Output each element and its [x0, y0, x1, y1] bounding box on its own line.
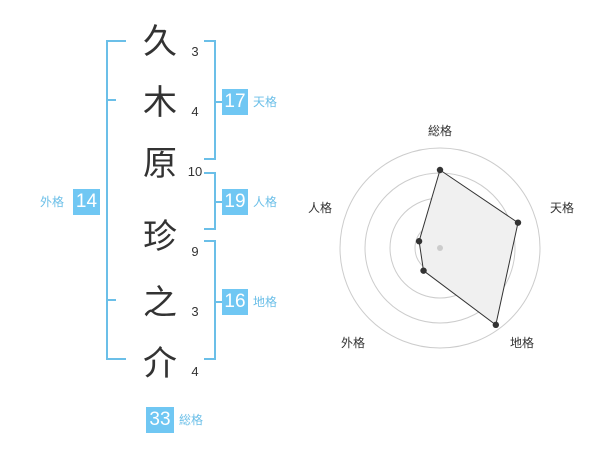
outer-bracket-tick: [106, 99, 116, 101]
jinkaku-bracket-top: [204, 172, 216, 174]
outer-bracket-tick: [106, 299, 116, 301]
radar-point-3: [420, 267, 427, 274]
gaikaku-label: 外格: [40, 195, 65, 209]
radar-axis-label-soukaku: 総格: [428, 124, 453, 138]
surname-char-2: 木: [143, 83, 177, 123]
soukaku-badge: 33: [146, 407, 174, 433]
radar-axis-label-gaikaku: 外格: [341, 336, 366, 350]
given-strokes-2: 3: [191, 304, 199, 319]
tenkaku-label: 天格: [253, 95, 278, 109]
surname-char-1: 久: [143, 22, 177, 62]
radar-value-polygon: [418, 169, 519, 326]
radar-point-1: [514, 219, 522, 226]
surname-strokes-1: 3: [191, 44, 199, 59]
tenkaku-bracket-bottom: [204, 158, 216, 160]
chikaku-bracket-bottom: [204, 358, 216, 360]
gaikaku-badge: 14: [73, 189, 100, 215]
radar-point-0: [436, 166, 444, 174]
radar-center-point: [437, 245, 443, 251]
tenkaku-badge: 17: [222, 89, 248, 115]
jinkaku-badge: 19: [222, 189, 248, 215]
tenkaku-bracket-connector: [214, 101, 222, 103]
outer-bracket-top: [106, 40, 126, 42]
soukaku-label: 総格: [179, 413, 204, 427]
radar-axis-label-chikaku: 地格: [510, 336, 535, 350]
given-char-1: 珍: [143, 217, 177, 257]
jinkaku-bracket-bottom: [204, 228, 216, 230]
jinkaku-label: 人格: [253, 195, 278, 209]
radar-grid-ring: [339, 147, 541, 349]
tenkaku-bracket-vertical: [214, 40, 216, 160]
chikaku-bracket-top: [204, 240, 216, 242]
given-strokes-3: 4: [191, 364, 199, 379]
outer-bracket-vertical: [106, 40, 108, 360]
given-char-3: 介: [143, 344, 177, 384]
radar-axis-label-tenkaku: 天格: [550, 201, 575, 215]
radar-axis-label-jinkaku: 人格: [308, 201, 333, 215]
chikaku-bracket-vertical: [214, 240, 216, 360]
given-char-2: 之: [143, 283, 177, 323]
radar-point-2: [492, 321, 500, 329]
tenkaku-bracket-top: [204, 40, 216, 42]
surname-char-3: 原: [143, 144, 177, 184]
chikaku-bracket-connector: [214, 301, 222, 303]
surname-strokes-3: 10: [187, 164, 203, 179]
outer-bracket-bottom: [106, 358, 126, 360]
jinkaku-bracket-connector: [214, 201, 222, 203]
given-strokes-1: 9: [191, 244, 199, 259]
chikaku-badge: 16: [222, 289, 248, 315]
radar-point-4: [415, 238, 423, 245]
surname-strokes-2: 4: [191, 104, 199, 119]
chikaku-label: 地格: [253, 295, 278, 309]
